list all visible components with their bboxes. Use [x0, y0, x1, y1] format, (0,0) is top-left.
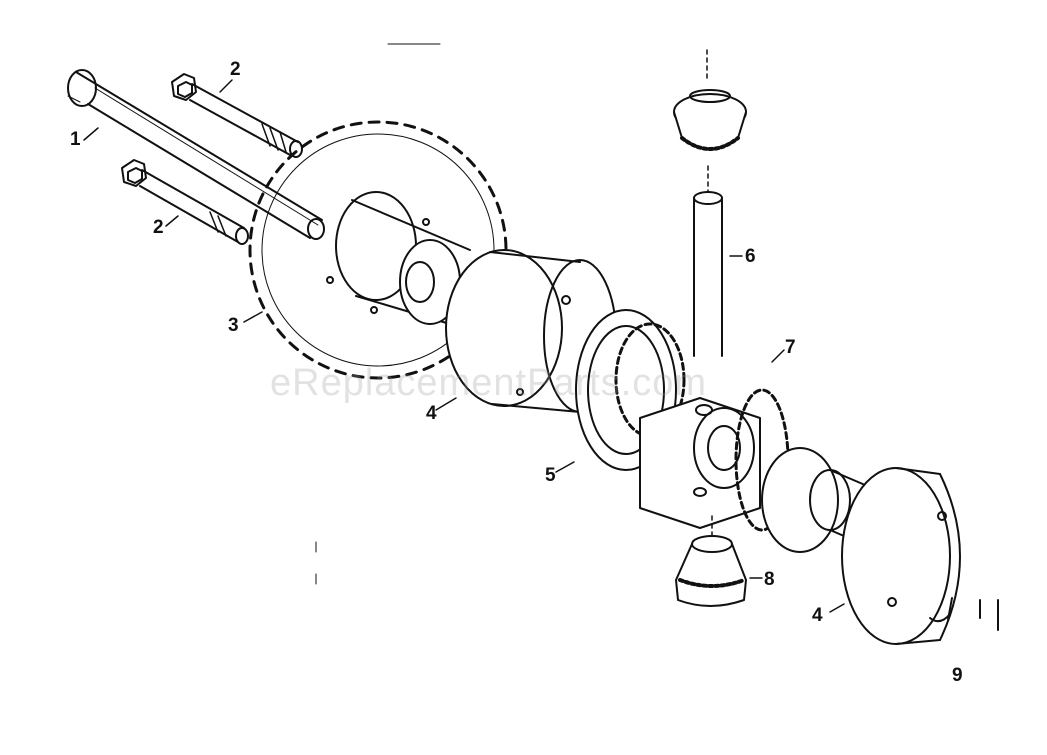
callout-8: 8	[764, 569, 775, 590]
callout-3: 3	[228, 315, 239, 336]
callout-7: 7	[785, 337, 796, 358]
callout-leaders	[83, 79, 845, 613]
part-4-case-left	[445, 249, 617, 413]
part-9-pins	[929, 597, 999, 631]
part-2-upper-bolt	[171, 73, 303, 158]
hub-center	[326, 191, 471, 331]
part-4-case-right	[841, 467, 961, 645]
callout-2-lower: 2	[153, 217, 164, 238]
callout-4-left: 4	[426, 403, 437, 424]
part-1-long-shaft	[67, 69, 325, 240]
callout-4-right: 4	[812, 605, 823, 626]
watermark-text: eReplacementParts.com	[270, 362, 708, 404]
callout-6: 6	[745, 246, 756, 267]
part-8-pinion-gear	[675, 515, 747, 607]
part-2-lower-bolt	[121, 159, 249, 245]
callout-5: 5	[545, 465, 556, 486]
callout-1: 1	[70, 129, 81, 150]
part-7-spider-block	[639, 397, 761, 529]
callout-2-upper: 2	[230, 59, 241, 80]
part-6-cross-pin	[673, 49, 747, 357]
callout-9: 9	[952, 665, 963, 686]
